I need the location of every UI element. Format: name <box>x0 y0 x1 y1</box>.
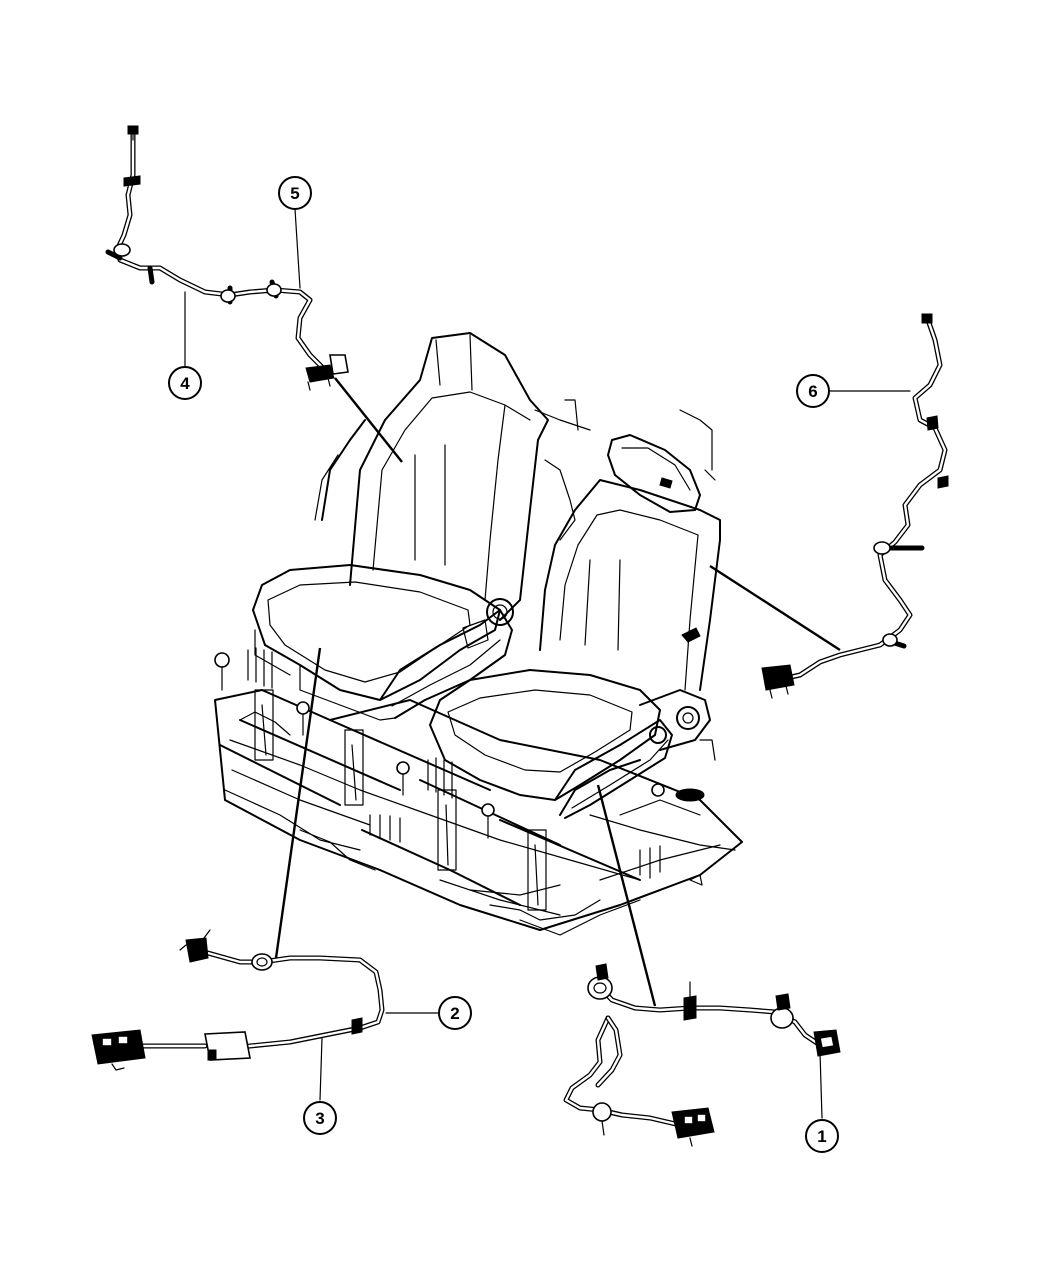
connector-icon <box>761 664 795 699</box>
callout-5: 5 <box>278 176 312 210</box>
connector-icon <box>813 1029 841 1057</box>
connector-icon <box>127 125 139 141</box>
clip-icon <box>220 289 236 303</box>
clip-icon <box>683 981 697 1021</box>
seat-adjust-knob-icon <box>649 726 667 744</box>
bolt-icon <box>481 803 495 839</box>
harness-1 <box>563 784 841 1147</box>
clip-icon <box>882 633 898 647</box>
callout-6: 6 <box>796 374 830 408</box>
left-seat <box>252 332 591 721</box>
connector-icon <box>179 929 211 963</box>
grommet-icon <box>587 963 613 1000</box>
callout-1: 1 <box>805 1119 839 1153</box>
bolt-icon <box>396 761 410 796</box>
callout-6-label: 6 <box>808 382 817 401</box>
bolt-icon <box>214 652 230 691</box>
callout-4: 4 <box>168 366 202 400</box>
resistor-block-icon <box>204 1031 251 1061</box>
grommet-icon <box>770 993 794 1029</box>
connector-icon <box>671 1107 715 1147</box>
callout-2: 2 <box>438 996 472 1030</box>
floor-pan <box>214 647 743 936</box>
connector-icon <box>91 1029 146 1071</box>
connector-icon <box>305 354 349 391</box>
callout-3: 3 <box>303 1101 337 1135</box>
callout-leaders <box>184 208 911 1119</box>
grommet-icon <box>251 953 273 971</box>
harness-4-5 <box>105 125 403 463</box>
callout-4-label: 4 <box>180 374 190 393</box>
bolt-icon <box>296 701 310 736</box>
seat-adjust-knob-icon <box>676 706 700 730</box>
grommet-icon <box>592 1102 612 1136</box>
callout-5-label: 5 <box>290 184 299 203</box>
clip-icon <box>113 243 131 257</box>
clip-icon <box>937 475 949 489</box>
callout-2-label: 2 <box>450 1004 459 1023</box>
clip-icon <box>123 175 141 187</box>
harness-6 <box>709 313 949 699</box>
clip-icon <box>351 1017 363 1035</box>
harness-2-3 <box>91 647 385 1071</box>
clip-icon <box>873 541 891 555</box>
connector-icon <box>921 313 933 324</box>
clip-icon <box>926 415 939 431</box>
recliner-knob-icon <box>462 598 514 649</box>
callout-3-label: 3 <box>315 1109 324 1128</box>
right-seat <box>429 409 721 819</box>
clip-icon <box>266 283 282 297</box>
bolt-icon <box>651 783 665 797</box>
callout-1-label: 1 <box>817 1127 826 1146</box>
